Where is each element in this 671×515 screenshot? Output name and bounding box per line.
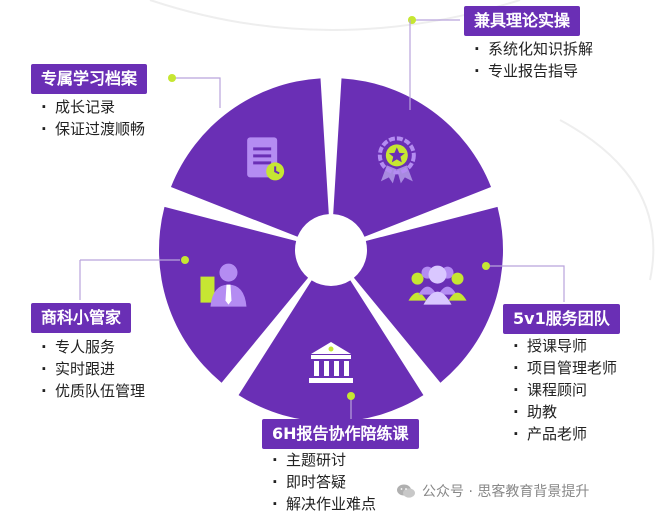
segment-title-right: 5v1服务团队 (503, 304, 620, 334)
wheel-segment-right (353, 206, 503, 383)
connector-dot (168, 74, 176, 82)
connector-dot (347, 392, 355, 400)
segment-list-top-left: 成长记录 保证过渡顺畅 (41, 96, 145, 140)
wechat-icon (397, 484, 415, 498)
list-item: 项目管理老师 (513, 357, 617, 379)
watermark-text: 公众号 · 思客教育背景提升 (422, 484, 590, 500)
list-item: 系统化知识拆解 (474, 38, 593, 60)
team-group-icon (408, 265, 467, 305)
list-item: 课程顾问 (513, 379, 617, 401)
segment-title-top-right: 兼具理论实操 (464, 6, 581, 36)
watermark: 公众号 · 思客教育背景提升 (396, 480, 589, 502)
segment-list-left: 专人服务 实时跟进 优质队伍管理 (41, 336, 145, 402)
connector-dot (408, 16, 416, 24)
list-item: 优质队伍管理 (41, 380, 145, 402)
manager-person-icon (200, 263, 247, 307)
connector-line (172, 77, 221, 108)
document-clock-icon (247, 137, 285, 181)
list-item: 授课导师 (513, 335, 617, 357)
segment-title-bottom: 6H报告协作陪练课 (262, 419, 419, 449)
connector-dot (482, 262, 490, 270)
connector-dot (181, 256, 189, 264)
list-item: 保证过渡顺畅 (41, 118, 145, 140)
segment-list-right: 授课导师 项目管理老师 课程顾问 助教 产品老师 (513, 335, 617, 445)
list-item: 产品老师 (513, 423, 617, 445)
segment-list-top-right: 系统化知识拆解 专业报告指导 (474, 38, 593, 82)
award-medal-icon (377, 136, 416, 184)
list-item: 解决作业难点 (272, 493, 376, 515)
list-item: 成长记录 (41, 96, 145, 118)
segment-title-top-left: 专属学习档案 (31, 64, 148, 94)
connector-line (486, 265, 565, 302)
list-item: 专业报告指导 (474, 60, 593, 82)
list-item: 助教 (513, 401, 617, 423)
list-item: 即时答疑 (272, 471, 376, 493)
bg-curve (559, 119, 655, 281)
list-item: 专人服务 (41, 336, 145, 358)
segment-list-bottom: 主题研讨 即时答疑 解决作业难点 (272, 449, 376, 515)
institution-building-icon (309, 342, 353, 383)
segment-title-left: 商科小管家 (31, 303, 132, 333)
list-item: 主题研讨 (272, 449, 376, 471)
list-item: 实时跟进 (41, 358, 145, 380)
